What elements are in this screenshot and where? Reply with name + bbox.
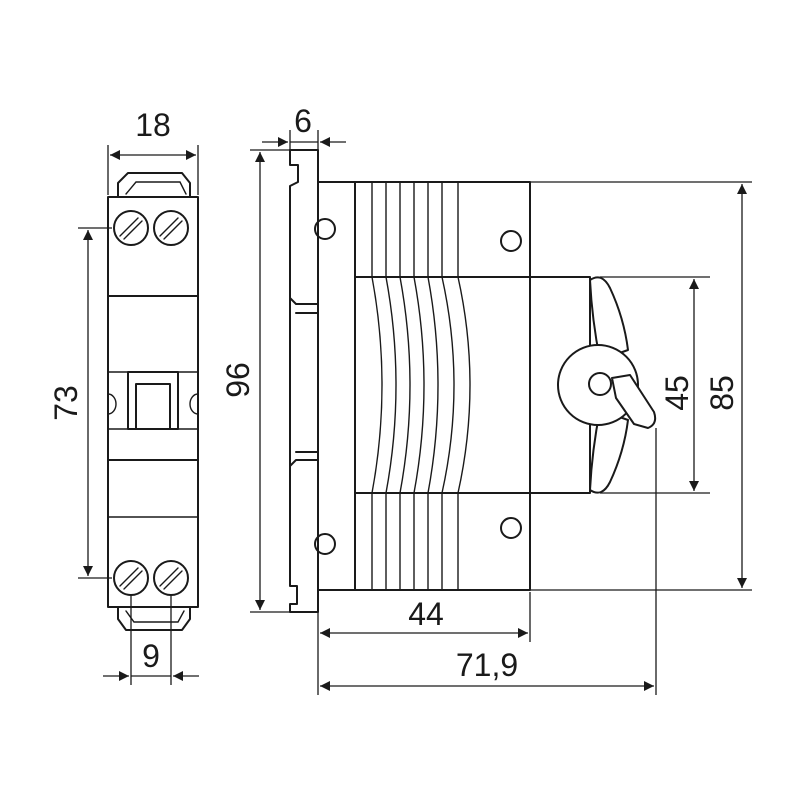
side-rear-plate [289, 149, 319, 613]
front-toggle [135, 383, 171, 430]
front-view [107, 172, 199, 631]
toggle-lever-icon [557, 276, 657, 494]
terminal-screw-icon [153, 560, 189, 596]
mounting-hole [314, 218, 336, 240]
terminal-screw-icon [113, 560, 149, 596]
terminal-screw-icon [113, 210, 149, 246]
dim-label-96: 96 [220, 362, 256, 398]
dim-label-71-9: 71,9 [456, 647, 518, 683]
mounting-hole [500, 230, 522, 252]
dimension-body-height: 85 [530, 181, 752, 591]
mounting-hole [314, 533, 336, 555]
terminal-screw-icon [153, 210, 189, 246]
side-body [317, 181, 531, 591]
dimension-terminal-spacing: 73 [48, 227, 112, 579]
side-view [289, 149, 657, 613]
dimension-front-face-height: 45 [600, 276, 710, 494]
mounting-hole [500, 517, 522, 539]
dim-label-85: 85 [704, 375, 740, 411]
dim-label-18: 18 [135, 107, 171, 143]
dimension-width-top: 18 [107, 107, 199, 195]
dim-label-45: 45 [659, 375, 695, 411]
dim-label-73: 73 [48, 385, 84, 421]
front-top-clip [117, 172, 191, 198]
dimension-body-depth: 44 [317, 592, 531, 695]
dimension-depth-overall: 71,9 [320, 428, 657, 695]
front-body [107, 196, 199, 608]
front-bottom-clip [117, 606, 191, 631]
dimension-clip-depth: 6 [262, 103, 346, 165]
dim-label-6: 6 [294, 103, 312, 139]
dim-label-44: 44 [408, 596, 444, 632]
dim-label-9: 9 [142, 638, 160, 674]
dimension-terminal-pitch: 9 [103, 595, 199, 685]
dimension-height-overall: 96 [220, 149, 290, 613]
